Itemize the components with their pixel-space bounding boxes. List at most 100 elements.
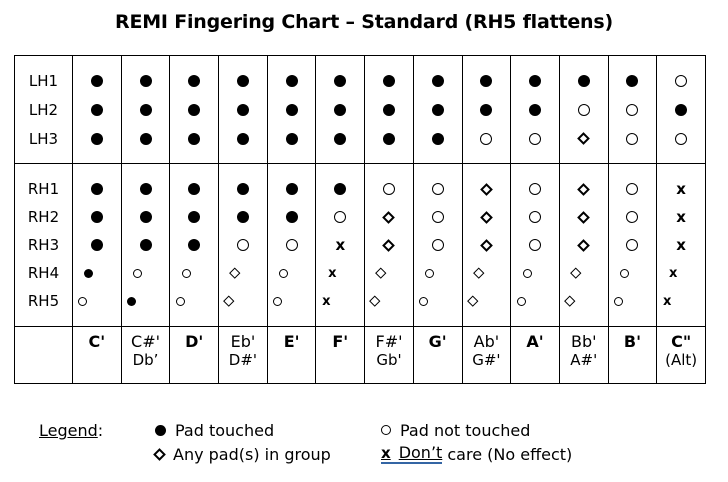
symbol-slot <box>219 66 267 95</box>
symbol-slot <box>73 175 121 203</box>
symbol-slot <box>316 95 364 124</box>
pad-touched-icon <box>285 132 298 145</box>
fingering-cell <box>656 56 705 163</box>
symbol-slot <box>560 175 608 203</box>
symbol-slot <box>365 175 413 203</box>
symbol-slot <box>560 66 608 95</box>
dont-care-x-icon: x <box>322 293 331 309</box>
symbol-slot <box>511 287 559 315</box>
dont-care-x-icon: x <box>668 265 678 281</box>
pad-not-touched-icon <box>529 183 542 195</box>
symbol-slot <box>268 66 316 95</box>
pad-not-touched-icon <box>522 268 532 278</box>
symbol-slot <box>365 203 413 231</box>
pad-group-diamond-icon <box>564 295 576 307</box>
symbol-slot <box>365 287 413 315</box>
symbol-slot <box>73 259 121 287</box>
pad-touched-icon <box>188 74 201 87</box>
legend-item-pad-not-touched: Pad not touched <box>381 418 572 442</box>
pad-group-diamond-icon <box>577 210 591 224</box>
pad-not-touched-icon <box>381 425 391 435</box>
row-label: RH3 <box>27 236 60 254</box>
pad-touched-icon <box>480 74 493 87</box>
legend-column-left: Pad touched Any pad(s) in group <box>153 418 331 466</box>
symbol-slot <box>414 175 462 203</box>
note-label-cell: A' <box>510 326 559 383</box>
symbol-slot <box>268 124 316 153</box>
symbol-slot <box>414 259 462 287</box>
legend-heading: Legend: <box>39 421 103 440</box>
symbol-slot <box>73 203 121 231</box>
symbol-slot <box>170 259 218 287</box>
symbol-slot <box>268 175 316 203</box>
dont-care-x-icon: x <box>676 235 686 254</box>
symbol-slot <box>219 231 267 259</box>
dont-care-x-icon: x <box>676 179 686 198</box>
symbol-slot <box>414 287 462 315</box>
symbol-slot <box>463 231 511 259</box>
pad-not-touched-icon <box>626 103 639 116</box>
fingering-cell <box>315 56 364 163</box>
symbol-slot: x <box>657 175 705 203</box>
pad-touched-icon <box>236 132 249 145</box>
note-main-label: Ab' <box>473 332 500 351</box>
symbol-slot <box>170 287 218 315</box>
symbol-slot <box>609 175 657 203</box>
fingering-cell <box>364 56 413 163</box>
row-label: LH2 <box>28 100 59 119</box>
pad-not-touched-icon <box>529 211 542 223</box>
symbol-slot <box>463 175 511 203</box>
symbol-slot <box>170 95 218 124</box>
pad-touched-icon <box>188 132 201 145</box>
symbol-slot <box>511 66 559 95</box>
pad-touched-icon <box>139 103 152 116</box>
symbol-slot <box>122 95 170 124</box>
note-label-cell: C' <box>72 326 121 383</box>
pad-not-touched-icon <box>613 296 623 306</box>
pad-touched-icon <box>188 239 201 251</box>
note-main-label: D' <box>185 332 204 351</box>
pad-touched-icon <box>626 74 639 87</box>
pad-touched-icon <box>285 211 298 223</box>
pad-group-diamond-icon <box>375 267 387 279</box>
symbol-slot <box>463 66 511 95</box>
symbol-slot <box>219 95 267 124</box>
row-label: RH2 <box>27 208 60 226</box>
pad-touched-icon <box>139 132 152 145</box>
note-main-label: F#' <box>375 332 403 351</box>
fingering-cell <box>266 163 316 326</box>
pad-not-touched-icon <box>431 239 444 251</box>
pad-group-diamond-icon <box>467 295 478 307</box>
pad-not-touched-icon <box>577 103 590 116</box>
symbol-slot <box>463 203 511 231</box>
symbol-slot <box>73 231 121 259</box>
symbol-slot <box>219 259 267 287</box>
pad-touched-icon <box>84 268 94 278</box>
symbol-slot <box>560 95 608 124</box>
pad-touched-icon <box>334 183 347 195</box>
fingering-cell <box>72 163 121 326</box>
row-label-slot: RH5 <box>15 287 72 315</box>
legend-item-label: Pad touched <box>175 420 275 440</box>
symbol-slot <box>609 259 657 287</box>
fingering-cell <box>364 163 413 326</box>
symbol-slot <box>414 124 462 153</box>
symbol-slot <box>73 95 121 124</box>
fingering-cell <box>72 56 121 163</box>
symbol-slot <box>365 66 413 95</box>
pad-group-diamond-icon <box>577 132 591 145</box>
symbol-slot <box>657 95 705 124</box>
symbol-slot <box>609 66 657 95</box>
note-label-cell: G' <box>412 326 462 383</box>
pad-group-diamond-icon <box>577 238 591 252</box>
pad-touched-icon <box>334 132 347 145</box>
note-label-cell: F#'Gb' <box>364 326 413 383</box>
symbol-slot <box>122 231 170 259</box>
pad-touched-icon <box>127 296 137 306</box>
row-label: RH4 <box>27 264 60 282</box>
legend-heading-word: Legend <box>39 421 98 440</box>
